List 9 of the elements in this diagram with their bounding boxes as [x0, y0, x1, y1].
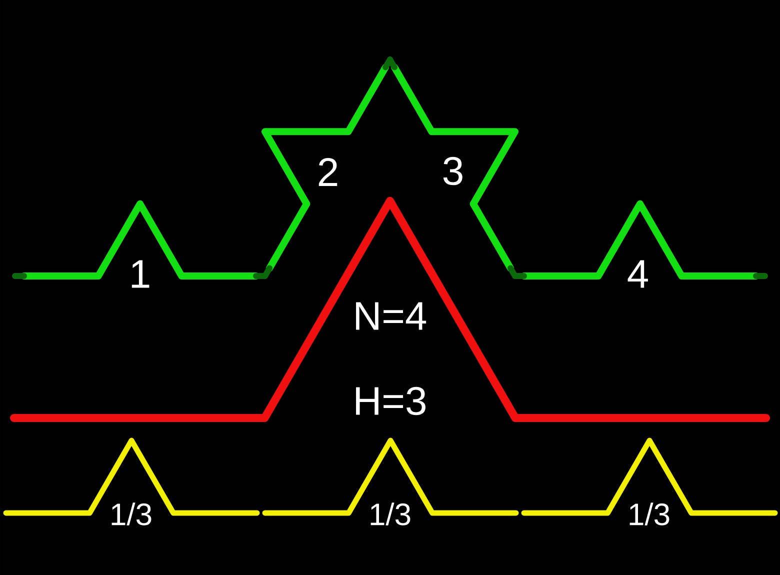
fraction-label: 1/3 [370, 502, 410, 526]
segment-number: 1 [132, 260, 150, 288]
fraction-label: 1/3 [630, 502, 670, 526]
equation-label: H=3 [356, 386, 426, 416]
segment-number: 4 [628, 260, 648, 288]
fraction-label: 1/3 [112, 502, 152, 526]
segment-number: 3 [443, 156, 462, 186]
segment-number: 2 [318, 158, 338, 186]
equation-label: N=4 [356, 302, 426, 330]
